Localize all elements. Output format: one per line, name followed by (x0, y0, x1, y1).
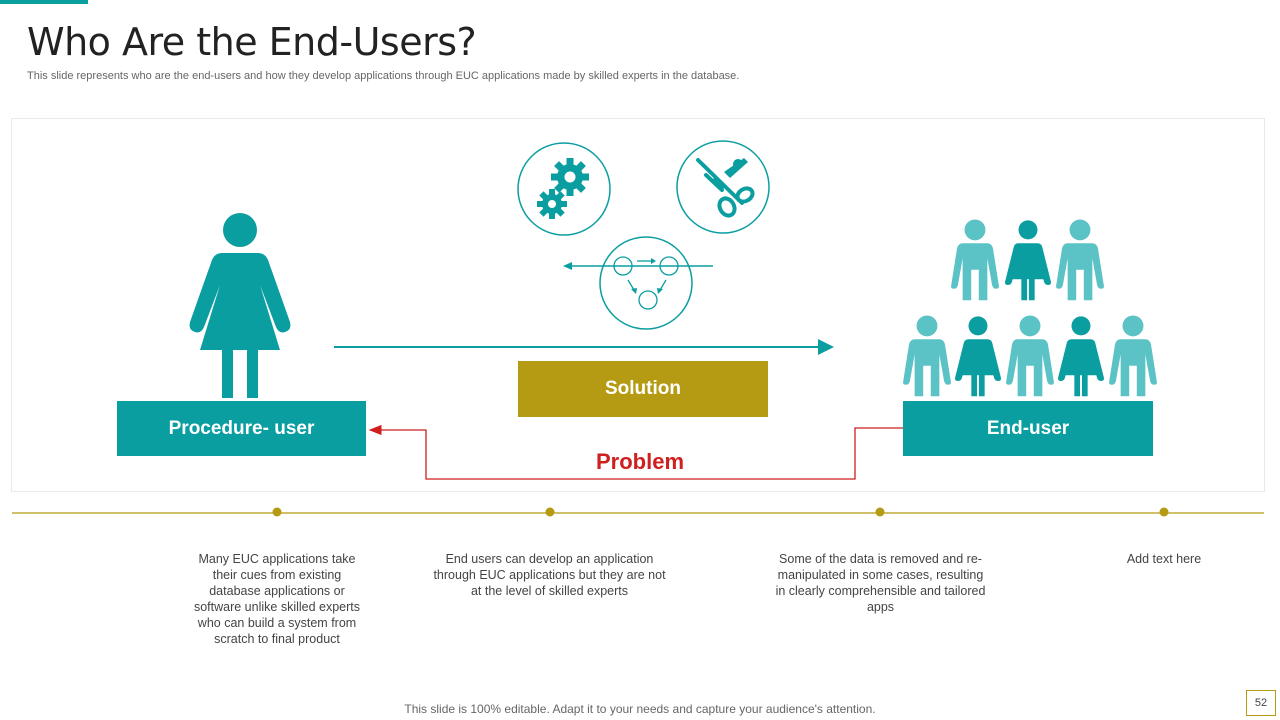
timeline-dot (272, 507, 282, 517)
timeline-text-3: Some of the data is removed and re-manip… (775, 552, 986, 614)
gears-icon (517, 142, 611, 236)
timeline-text-2: End users can develop an application thr… (433, 552, 666, 598)
timeline-text-4: Add text here (1126, 552, 1202, 566)
timeline-dot (545, 507, 555, 517)
timeline-dot (1159, 507, 1169, 517)
solution-box: Solution (518, 361, 768, 417)
procedure-user-box: Procedure- user (117, 401, 366, 456)
process-cycle-icon (563, 236, 713, 330)
timeline-dot (875, 507, 885, 517)
page-number: 52 (1246, 690, 1276, 716)
end-user-box: End-user (903, 401, 1153, 456)
page-title: Who Are the End-Users? (27, 20, 477, 64)
problem-label: Problem (595, 449, 685, 474)
top-accent-bar (0, 0, 88, 4)
scissors-tools-icon (676, 140, 770, 234)
woman-person-icon (189, 213, 291, 398)
page-subtitle: This slide represents who are the end-us… (27, 70, 740, 82)
timeline-text-1: Many EUC applications take their cues fr… (193, 552, 361, 646)
footer-note: This slide is 100% editable. Adapt it to… (404, 702, 876, 716)
people-group-icon (903, 219, 1157, 397)
problem-connector (368, 424, 903, 480)
